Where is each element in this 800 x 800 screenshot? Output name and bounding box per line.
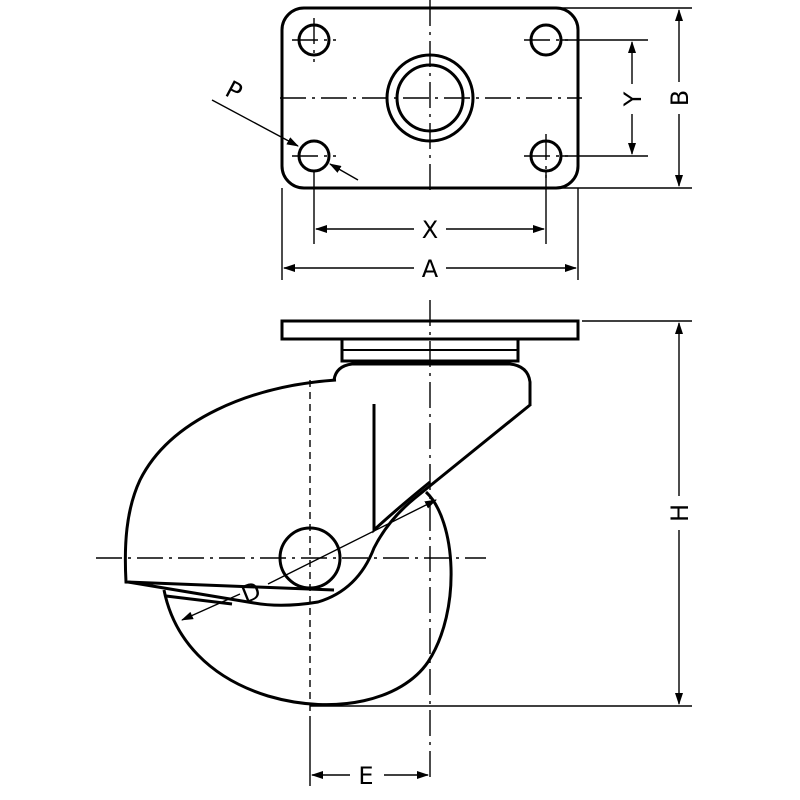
dimension-p-label: P	[221, 75, 247, 107]
dimension-e: E	[311, 762, 429, 790]
dimension-p: P	[211, 75, 359, 181]
dimension-h: H	[666, 322, 694, 705]
side-view: H D E	[96, 300, 694, 790]
dimension-a-label: A	[422, 255, 439, 283]
dimension-x-label: X	[422, 216, 438, 244]
fork-inner-edge	[372, 404, 431, 534]
dimension-b-label: B	[666, 90, 694, 106]
fork-cheek	[127, 403, 531, 607]
dimension-y: Y	[619, 41, 647, 155]
wheel	[162, 490, 453, 707]
top-view-centerlines	[280, 0, 582, 192]
dimension-h-label: H	[666, 504, 694, 522]
fork-housing	[123, 378, 337, 592]
side-view-extension-lines	[309, 320, 692, 786]
dimension-x: X	[315, 216, 545, 244]
side-view-centerlines	[96, 300, 486, 782]
top-view: X A Y B P	[211, 0, 694, 283]
dimension-e-label: E	[358, 762, 373, 790]
swivel-bearing	[332, 339, 532, 406]
dimension-a: A	[283, 255, 577, 283]
dimension-b: B	[666, 9, 694, 187]
top-view-extension-lines	[281, 7, 692, 280]
dimension-y-label: Y	[619, 91, 647, 107]
